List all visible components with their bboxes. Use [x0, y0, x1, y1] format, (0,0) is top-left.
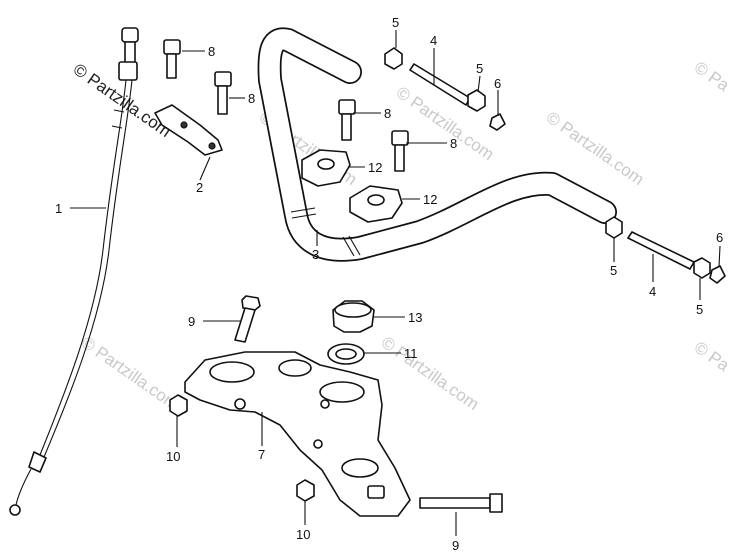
- callout-12: 12: [368, 160, 382, 175]
- callout-11: 11: [404, 346, 418, 361]
- callout-1: 1: [55, 201, 62, 216]
- callout-8: 8: [384, 106, 391, 121]
- callout-6: 6: [494, 76, 501, 91]
- upper-pin-set: [384, 47, 506, 131]
- callout-13: 13: [408, 310, 422, 325]
- watermark-faint: © Pa: [691, 58, 734, 96]
- watermark-faint: © Pa: [691, 338, 734, 376]
- callout-9: 9: [188, 314, 195, 329]
- callout-6: 6: [716, 230, 723, 245]
- callout-10: 10: [296, 527, 310, 542]
- callout-4: 4: [430, 33, 437, 48]
- cable-clamp: [154, 104, 223, 156]
- handlebar: [257, 27, 617, 262]
- callout-7: 7: [258, 447, 265, 462]
- throttle-cable: [9, 27, 139, 516]
- callout-12: 12: [423, 192, 437, 207]
- callout-8: 8: [248, 91, 255, 106]
- watermark-faint: © Partzilla.com: [78, 333, 183, 414]
- callout-5: 5: [476, 61, 483, 76]
- callout-5: 5: [696, 302, 703, 317]
- nuts-10: [169, 394, 315, 502]
- cap-nut-and-washer: [327, 300, 375, 365]
- bolt-9-lower: [419, 493, 503, 513]
- callout-5: 5: [610, 263, 617, 278]
- callout-10: 10: [166, 449, 180, 464]
- bolt-9-upper: [234, 295, 261, 343]
- handlebar-holders: [301, 149, 403, 223]
- leader-lines: [70, 30, 721, 536]
- callout-8: 8: [208, 44, 215, 59]
- callout-9: 9: [452, 538, 459, 553]
- callout-3: 3: [312, 247, 319, 262]
- callout-numbers: 1 2 3 4 4 5 5 5 5 6 6 7 8 8 8 8 9 9 10 1…: [55, 15, 723, 553]
- callout-4: 4: [649, 284, 656, 299]
- bolts-8: [163, 39, 409, 172]
- right-pin-set: [605, 216, 726, 284]
- top-bridge: [184, 351, 411, 517]
- callout-5: 5: [392, 15, 399, 30]
- callout-2: 2: [196, 180, 203, 195]
- callout-8: 8: [450, 136, 457, 151]
- watermark-faint: © Partzilla.com: [378, 333, 483, 414]
